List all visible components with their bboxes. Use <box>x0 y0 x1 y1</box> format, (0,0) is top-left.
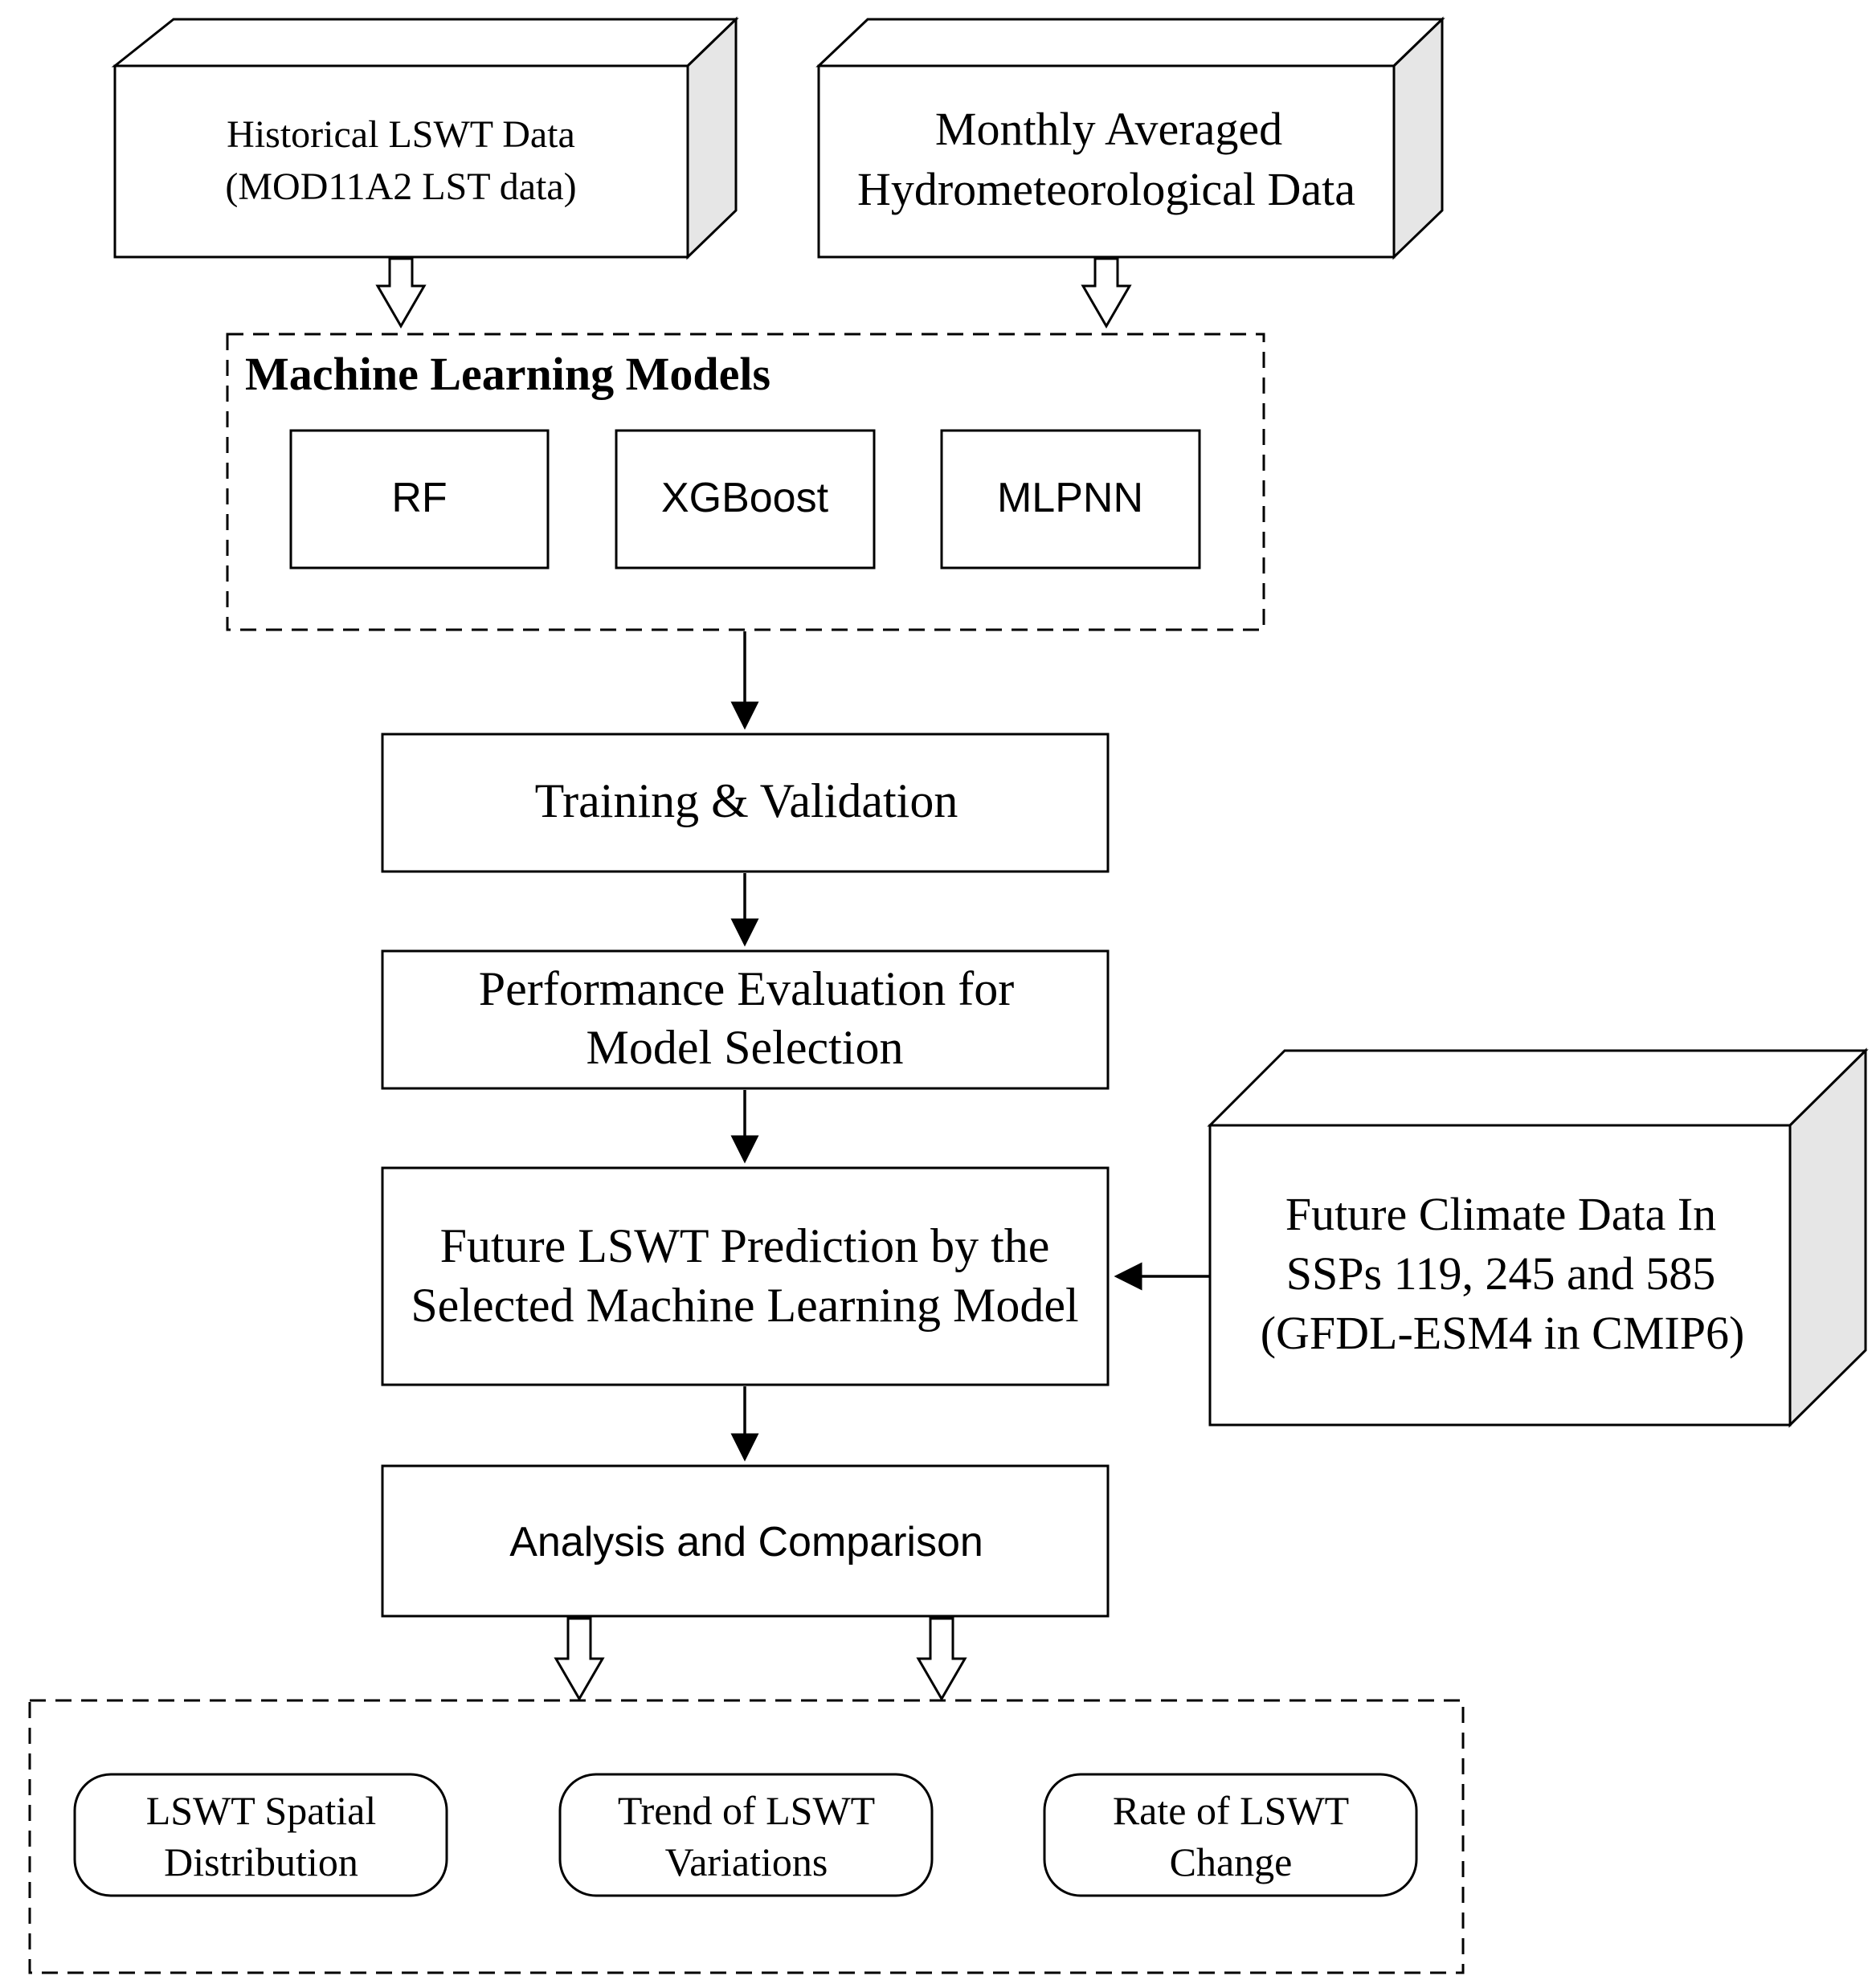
hollow-arrow-analysis-right <box>916 1617 967 1701</box>
output-rate-line1: Rate of LSWT <box>1113 1788 1349 1833</box>
training-label: Training & Validation <box>535 774 958 827</box>
evaluation-line1: Performance Evaluation for <box>479 962 1014 1015</box>
ml-group-border <box>226 333 1265 631</box>
historical-line1: Historical LSWT Data <box>227 113 575 156</box>
box-front-face <box>817 64 1396 259</box>
historical-line2: (MOD11A2 LST data) <box>225 165 576 208</box>
hollow-arrow-historical <box>375 257 427 329</box>
hollow-arrow-analysis-left <box>554 1617 605 1701</box>
step-analysis-comparison: Analysis and Comparison <box>381 1464 1110 1618</box>
source-historical-lswt: Historical LSWT Data (MOD11A2 LST data) <box>111 16 739 260</box>
output-rate-line2: Change <box>1170 1839 1293 1884</box>
ml-group-title: Machine Learning Models <box>245 348 770 400</box>
output-box-trend <box>558 1773 934 1897</box>
box-front-face <box>113 64 689 259</box>
outputs-group: LSWT Spatial Distribution Trend of LSWT … <box>28 1699 1465 1974</box>
hydromet-line1: Monthly Averaged <box>935 103 1282 155</box>
model-box-mlpnn <box>940 429 1201 569</box>
output-spatial-line2: Distribution <box>164 1839 358 1884</box>
evaluation-box <box>381 949 1110 1090</box>
model-box-xgboost <box>615 429 876 569</box>
hollow-arrow-hydromet <box>1081 257 1132 329</box>
prediction-line1: Future LSWT Prediction by the <box>440 1219 1050 1272</box>
future-climate-line2: SSPs 119, 245 and 585 <box>1286 1247 1715 1300</box>
box-front-face <box>1208 1124 1792 1427</box>
analysis-label: Analysis and Comparison <box>509 1519 983 1565</box>
box-top-face <box>111 18 739 67</box>
output-box-rate <box>1043 1773 1418 1897</box>
future-climate-line1: Future Climate Data In <box>1285 1188 1716 1240</box>
output-trend-line1: Trend of LSWT <box>618 1788 875 1833</box>
model-label-rf: RF <box>391 475 447 521</box>
prediction-box <box>381 1166 1110 1386</box>
model-label-mlpnn: MLPNN <box>997 475 1143 521</box>
output-trend-line2: Variations <box>665 1839 828 1884</box>
evaluation-line2: Model Selection <box>587 1021 904 1074</box>
future-climate-line3: (GFDL-ESM4 in CMIP6) <box>1261 1307 1745 1359</box>
box-top-face <box>815 18 1445 67</box>
source-hydromet-data: Monthly Averaged Hydrometeorological Dat… <box>815 16 1445 260</box>
step-future-prediction: Future LSWT Prediction by the Selected M… <box>381 1166 1110 1386</box>
model-box-rf <box>289 429 550 569</box>
training-box <box>381 733 1110 873</box>
ml-models-group: Machine Learning Models RF XGBoost MLPNN <box>226 333 1265 631</box>
box-top-face <box>1207 1049 1869 1127</box>
step-performance-evaluation: Performance Evaluation for Model Selecti… <box>381 949 1110 1090</box>
model-label-xgboost: XGBoost <box>661 475 829 521</box>
output-box-spatial <box>73 1773 448 1897</box>
hydromet-line2: Hydrometeorological Data <box>857 163 1355 215</box>
outputs-group-border <box>28 1699 1465 1974</box>
step-training-validation: Training & Validation <box>381 733 1110 873</box>
analysis-box <box>381 1464 1110 1618</box>
source-future-climate: Future Climate Data In SSPs 119, 245 and… <box>1207 1047 1869 1428</box>
output-spatial-line1: LSWT Spatial <box>146 1788 377 1833</box>
prediction-line2: Selected Machine Learning Model <box>411 1279 1078 1332</box>
